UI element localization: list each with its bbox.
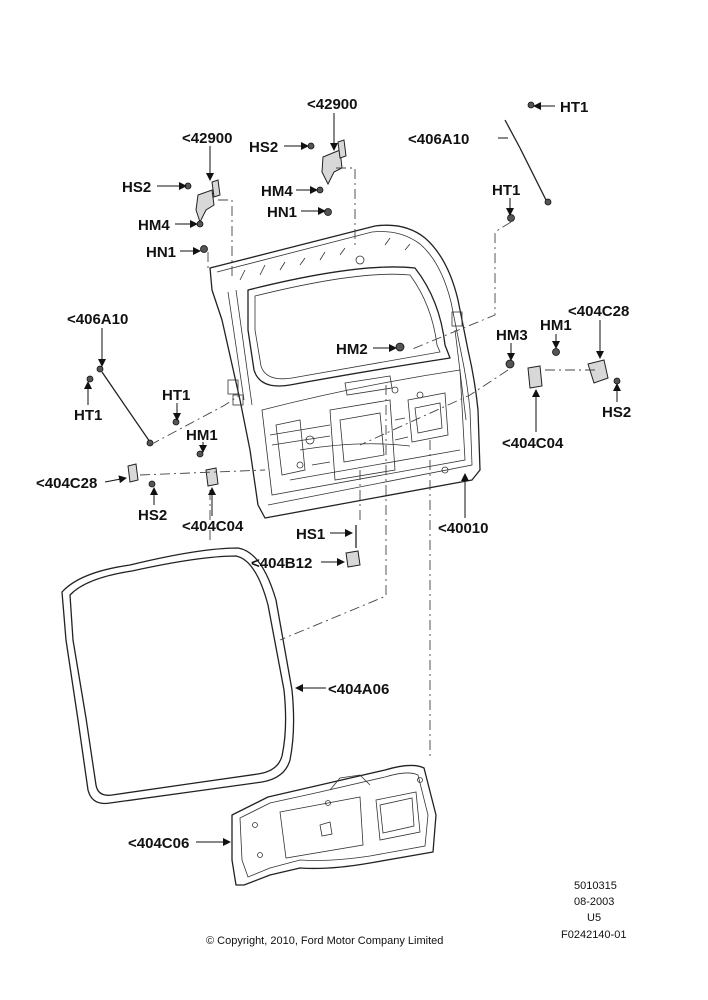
callout-404c06: <404C06 (128, 835, 189, 852)
callout-hs2-bottom: HS2 (138, 507, 167, 524)
callout-404c04-right: <404C04 (502, 435, 564, 452)
release-switch-hm2 (395, 342, 405, 352)
latch-left-404c28 (127, 463, 156, 488)
callout-hs2-left: HS2 (122, 179, 151, 196)
callout-hm4-top: HM4 (261, 183, 293, 200)
callout-404c28-left: <404C28 (36, 475, 97, 492)
callout-40010: <40010 (438, 520, 488, 537)
callout-42900-right: <42900 (307, 96, 357, 113)
callout-404a06: <404A06 (328, 681, 389, 698)
callout-404b12: <404B12 (251, 555, 312, 572)
copyright-notice: © Copyright, 2010, Ford Motor Company Li… (206, 935, 444, 947)
callout-hs2-top: HS2 (249, 139, 278, 156)
callout-hm1-left: HM1 (186, 427, 218, 444)
latch-404c04-left (196, 450, 219, 487)
callout-ht1-center: HT1 (162, 387, 190, 404)
callout-ht1-top: HT1 (560, 99, 588, 116)
callout-hm1-right: HM1 (540, 317, 572, 334)
callout-406a10-top: <406A10 (408, 131, 469, 148)
callout-hm4-left: HM4 (138, 217, 170, 234)
latch-right-404c28 (587, 359, 621, 385)
callout-labels: <42900 <42900 HS2 HS2 HM4 HM4 HN1 HN1 HT… (36, 96, 631, 852)
reference-number: 5010315 (574, 880, 617, 892)
callout-404c04-left: <404C04 (182, 518, 244, 535)
model-code: U5 (587, 912, 602, 924)
latch-404c04-right (505, 348, 560, 389)
callout-404c28-right: <404C28 (568, 303, 629, 320)
latch-404b12 (345, 525, 361, 568)
left-gas-strut (86, 365, 180, 447)
callout-hs2-right: HS2 (602, 404, 631, 421)
right-gas-strut (504, 101, 552, 222)
hinge-right (307, 139, 347, 216)
callout-ht1-mid: HT1 (492, 182, 520, 199)
liftgate-panel (209, 224, 481, 519)
assembly-lines (139, 167, 595, 760)
leader-lines (84, 102, 621, 846)
callout-406a10-left: <406A10 (67, 311, 128, 328)
callout-hs1: HS1 (296, 526, 325, 543)
callout-42900-left: <42900 (182, 130, 232, 147)
figure-id: F0242140-01 (561, 929, 627, 941)
diagram-date: 08-2003 (574, 896, 615, 908)
callout-ht1-left: HT1 (74, 407, 102, 424)
callout-hm3: HM3 (496, 327, 528, 344)
trim-panel (231, 764, 437, 886)
callout-hn1-top: HN1 (267, 204, 297, 221)
callout-hn1-left: HN1 (146, 244, 176, 261)
callout-hm2: HM2 (336, 341, 368, 358)
weatherstrip-seal (61, 547, 295, 805)
hinge-left (184, 179, 221, 253)
